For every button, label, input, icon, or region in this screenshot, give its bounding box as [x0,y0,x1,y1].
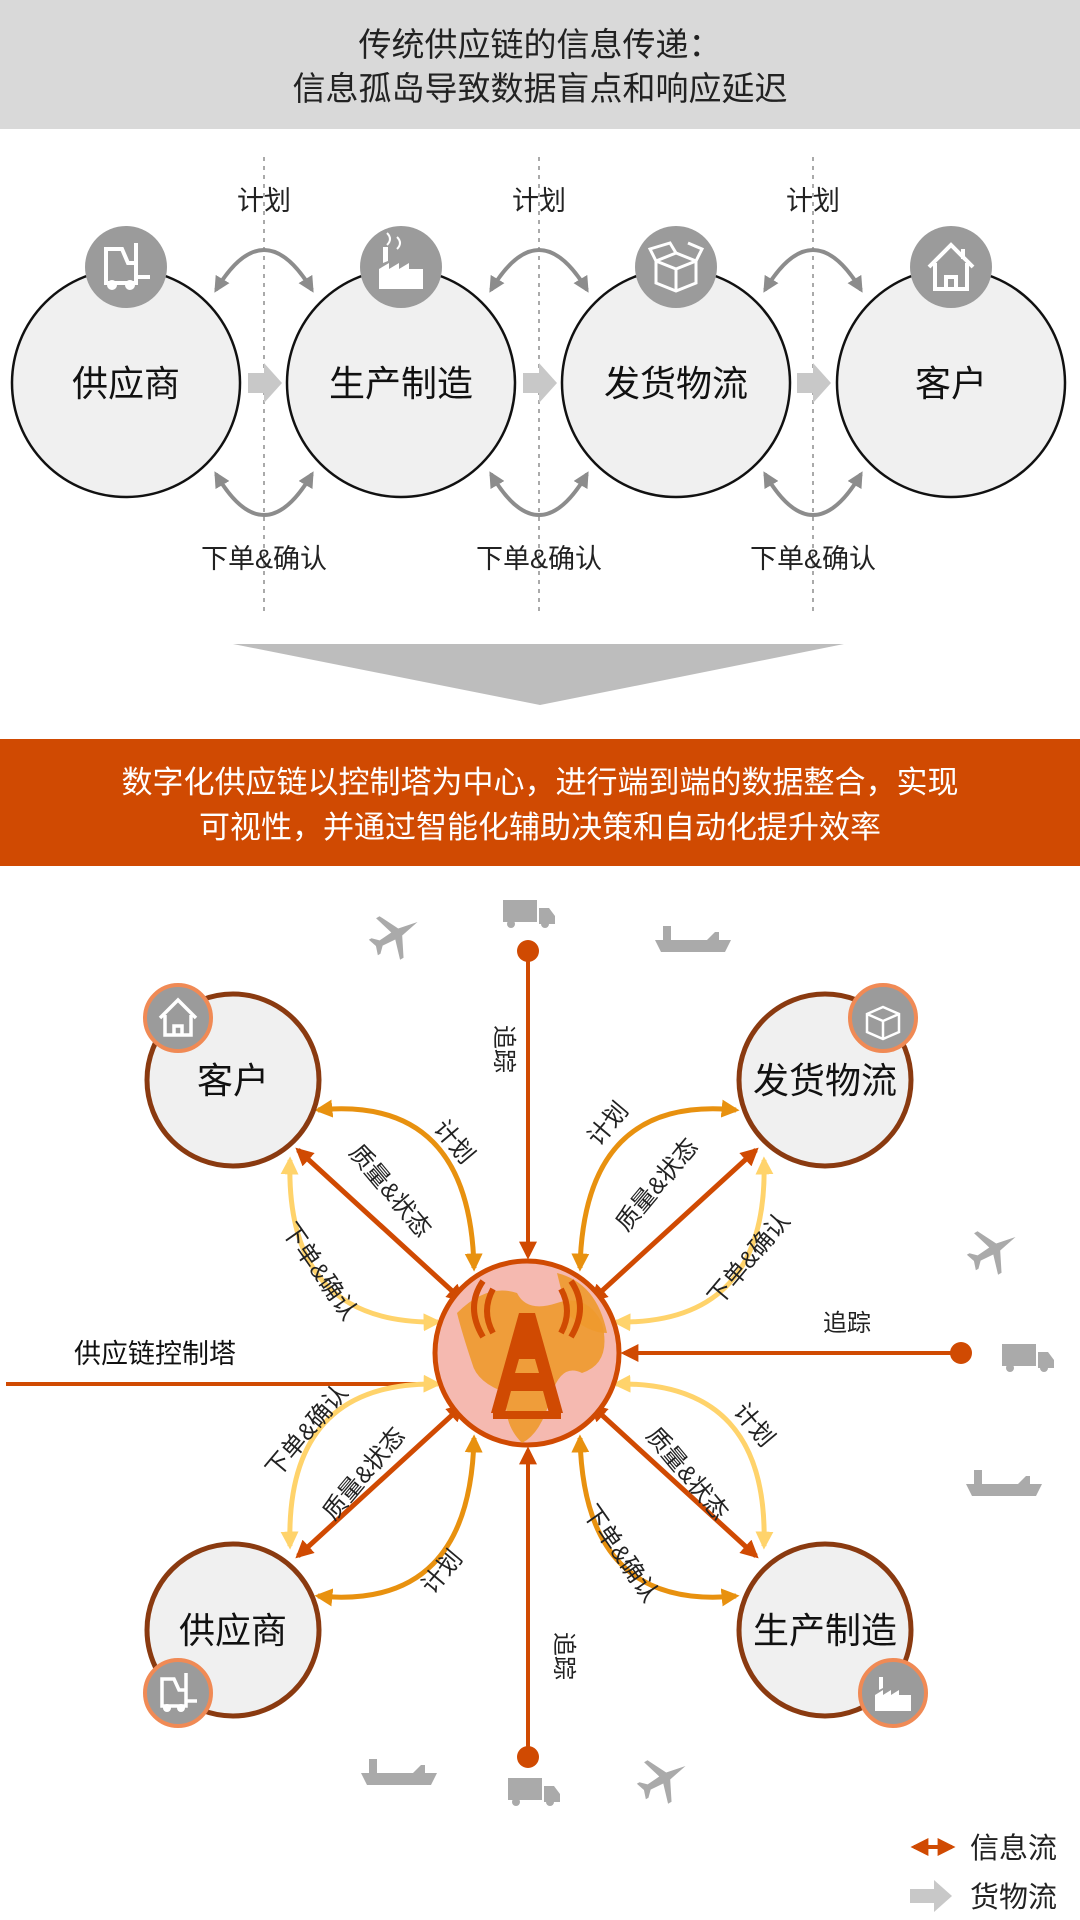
order-label: 下单&确认 [703,1208,796,1311]
node-logistics-digital: 发货物流 [736,983,918,1169]
node-manufacturing-digital: 生产制造 [736,1541,928,1728]
truck-icon [1002,1344,1054,1372]
order-label: 下单&确认 [577,1500,663,1607]
package-icon [635,226,717,308]
track-label: 追踪 [490,1025,517,1073]
forklift-icon [143,1658,213,1728]
transition-arrow [233,644,844,705]
plan-label-3: 计划 [786,186,840,216]
header-band [0,0,1080,129]
node-label: 发货物流 [753,1060,897,1101]
order-label-2: 下单&确认 [476,544,602,574]
plan-label: 计划 [416,1545,468,1599]
airplane-icon [361,901,430,969]
node-supplier: 供应商 [10,267,242,499]
ship-icon [655,926,731,952]
node-label: 发货物流 [604,363,748,404]
tracking-point [517,940,539,962]
track-label: 追踪 [550,1632,577,1680]
ship-icon [361,1759,437,1785]
node-label: 生产制造 [753,1610,897,1651]
tracking-point [517,1746,539,1768]
plan-label-1: 计划 [237,186,291,216]
order-label-3: 下单&确认 [750,544,876,574]
quality-label: 质量&状态 [343,1140,436,1243]
legend: 信息流 货物流 [910,1832,1057,1914]
node-customer-digital: 客户 [143,983,322,1169]
node-manufacturing: 生产制造 [285,267,517,499]
node-label: 客户 [197,1060,269,1101]
legend-goods-flow: 货物流 [970,1881,1057,1914]
traditional-flow-arcs [214,248,863,517]
factory-icon [858,1658,928,1728]
tracking-lines [519,951,961,1757]
node-supplier-digital: 供应商 [143,1541,322,1728]
factory-icon [360,226,442,308]
banner-band [0,739,1080,866]
node-label: 供应商 [72,363,180,404]
airplane-icon [959,1216,1028,1284]
track-label: 追踪 [823,1310,871,1337]
house-icon [143,983,213,1053]
order-label: 下单&确认 [261,1380,354,1483]
node-label: 生产制造 [329,363,473,404]
header-title-line2: 信息孤岛导致数据盲点和响应延迟 [293,70,788,107]
forklift-icon [85,226,167,308]
control-tower-globe-icon [432,1258,622,1448]
quality-label: 质量&状态 [640,1423,733,1526]
plan-label: 计划 [728,1398,780,1452]
order-label-1: 下单&确认 [201,544,327,574]
node-label: 供应商 [179,1610,287,1651]
quality-label: 质量&状态 [318,1423,411,1526]
goods-flow-arrows [248,363,831,403]
order-label: 下单&确认 [276,1218,362,1325]
node-logistics: 发货物流 [560,267,792,499]
banner-line2: 可视性，并通过智能化辅助决策和自动化提升效率 [199,810,881,845]
hub-label: 供应链控制塔 [74,1339,236,1369]
airplane-icon [629,1745,698,1813]
legend-info-flow: 信息流 [970,1832,1057,1865]
node-label: 客户 [915,363,987,404]
goods-flow-legend-icon [910,1880,952,1912]
plan-label-2: 计划 [512,186,566,216]
truck-icon [508,1778,560,1806]
quality-label: 质量&状态 [611,1134,704,1237]
header-title-line1: 传统供应链的信息传递： [359,26,722,63]
house-icon [910,226,992,308]
banner-line1: 数字化供应链以控制塔为中心，进行端到端的数据整合，实现 [122,765,959,800]
ship-icon [966,1470,1042,1496]
truck-icon [503,900,555,928]
package-icon [848,983,918,1053]
plan-label: 计划 [582,1097,634,1151]
tracking-point [950,1342,972,1364]
